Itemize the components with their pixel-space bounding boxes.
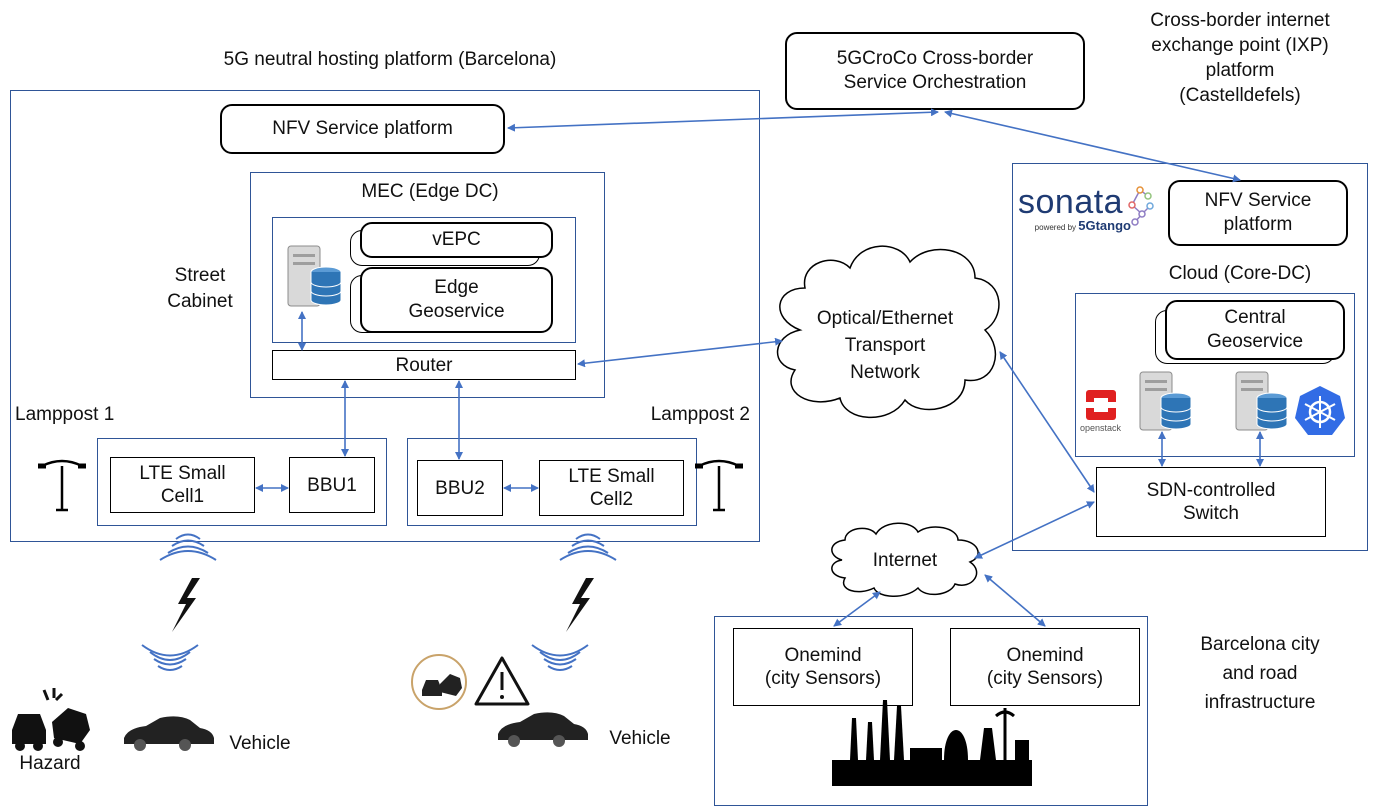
lamppost1-frame [97, 438, 387, 526]
sonata-tagline: powered by 5Gtango [1018, 218, 1133, 234]
lightning-bolt-1-icon [172, 578, 200, 632]
transport-to-sdn-arrow [999, 351, 1095, 493]
ixp-line-1: Cross-border internet [1150, 10, 1330, 31]
lte-small-cell2-box[interactable]: LTE Small Cell2 [539, 460, 684, 516]
edge-geoservice-box[interactable]: Edge Geoservice [360, 267, 553, 333]
orch-to-nfv-right-arrow [944, 109, 1241, 183]
onemind2-line-1: Onemind [1006, 645, 1084, 666]
sdn-line-2: Switch [1183, 503, 1239, 524]
edge-geo-line-1: Edge [434, 277, 479, 298]
mec-inner-frame [272, 217, 576, 343]
orchestration-box[interactable]: 5GCroCo Cross-border Service Orchestrati… [785, 32, 1085, 110]
lte2-line-2: Cell2 [589, 489, 634, 510]
sdn-line-1: SDN-controlled [1146, 480, 1276, 501]
barcelona-line-1: Barcelona city [1200, 634, 1320, 655]
edge-geo-line-2: Geoservice [408, 301, 505, 322]
onemind2-line-2: (city Sensors) [986, 668, 1104, 689]
sonata-brand: 5Gtango [1078, 218, 1131, 233]
street-cabinet-line-2: Cabinet [167, 291, 233, 312]
internet-label: Internet [872, 550, 938, 571]
nfv-service-platform-right[interactable]: NFV Service platform [1168, 180, 1348, 246]
orchestration-line-2: Service Orchestration [843, 72, 1027, 93]
collision-warning-icon [411, 654, 467, 710]
cloud-core-label: Cloud (Core-DC) [1168, 263, 1312, 284]
kubernetes-server-icon [1235, 371, 1288, 431]
hazard-label: Hazard [19, 753, 81, 774]
sonata-network-icon [1128, 186, 1154, 226]
central-geo-line-1: Central [1224, 307, 1286, 328]
nfv-service-platform-left[interactable]: NFV Service platform [220, 104, 505, 154]
barcelona-line-2: and road [1222, 663, 1298, 684]
lightning-bolt-2-icon [566, 578, 594, 632]
transport-network-cloud [776, 245, 1000, 419]
orch-to-nfv-left-arrow [507, 108, 939, 132]
mec-server-icon [287, 245, 342, 307]
ixp-platform-title: Cross-border internet exchange point (IX… [1110, 8, 1370, 108]
ixp-line-4: (Castelldefels) [1179, 85, 1301, 106]
central-geo-line-2: Geoservice [1206, 331, 1304, 352]
onemind1-line-1: Onemind [784, 645, 862, 666]
sonata-wordmark: sonata [1018, 183, 1124, 221]
lamppost1-icon [38, 459, 86, 512]
lamppost2-icon [695, 459, 743, 512]
internet-to-onemind2-arrow [984, 574, 1046, 627]
street-cabinet-label: Street Cabinet [150, 263, 250, 315]
transport-line-2: Transport [844, 335, 926, 356]
vehicle1-car-icon [124, 716, 214, 751]
antenna-waves-bottom-1-icon [141, 644, 199, 671]
ixp-line-2: exchange point (IXP) [1151, 35, 1329, 56]
openstack-wordmark: openstack [1080, 423, 1122, 433]
sonata-logo: sonata powered by 5Gtango [1018, 184, 1133, 234]
router-to-transport-arrow [577, 337, 783, 368]
barcelona-skyline-icon [832, 700, 1032, 786]
openstack-server-icon [1139, 371, 1192, 431]
mec-label: MEC (Edge DC) [361, 181, 499, 202]
sonata-powered-by: powered by [1034, 223, 1077, 232]
mec-frame [250, 172, 605, 398]
vepc-box[interactable]: vEPC [360, 222, 553, 258]
transport-line-1: Optical/Ethernet [816, 308, 954, 329]
antenna-waves-bottom-2-icon [531, 644, 589, 671]
warning-triangle-icon [474, 656, 530, 706]
nfv-right-line-1: NFV Service [1204, 190, 1312, 211]
street-cabinet-line-1: Street [174, 265, 226, 286]
onemind-box-2[interactable]: Onemind (city Sensors) [950, 628, 1140, 706]
router-box[interactable]: Router [272, 350, 576, 380]
lte1-line-2: Cell1 [160, 486, 205, 507]
lte-small-cell1-box[interactable]: LTE Small Cell1 [110, 457, 255, 513]
ixp-line-3: platform [1205, 60, 1275, 81]
hazard-crash-icon [12, 688, 90, 751]
lte2-line-1: LTE Small [568, 466, 655, 487]
vehicle2-car-icon [498, 712, 588, 747]
vehicle1-label: Vehicle [229, 733, 291, 754]
antenna-waves-top-2-icon [559, 533, 617, 561]
nfv-right-line-2: platform [1223, 214, 1293, 235]
barcelona-label: Barcelona city and road infrastructure [1160, 630, 1360, 717]
kubernetes-logo-icon [1295, 386, 1345, 435]
orchestration-line-1: 5GCroCo Cross-border [836, 48, 1034, 69]
bbu1-box[interactable]: BBU1 [289, 457, 375, 513]
internet-to-onemind1-arrow [833, 591, 881, 627]
neutral-platform-title: 5G neutral hosting platform (Barcelona) [223, 49, 557, 70]
openstack-logo-icon [1086, 390, 1116, 420]
lte1-line-1: LTE Small [139, 463, 226, 484]
internet-to-sdn-arrow [974, 501, 1095, 559]
onemind-box-1[interactable]: Onemind (city Sensors) [733, 628, 913, 706]
transport-network-label: Optical/Ethernet Transport Network [785, 305, 985, 386]
transport-line-3: Network [850, 362, 920, 383]
central-geoservice-box[interactable]: Central Geoservice [1165, 300, 1345, 360]
antenna-waves-top-1-icon [159, 533, 217, 561]
lamppost2-frame [407, 438, 697, 526]
sdn-switch-box[interactable]: SDN-controlled Switch [1096, 467, 1326, 537]
lamppost2-label: Lamppost 2 [650, 404, 750, 425]
vehicle2-label: Vehicle [609, 728, 671, 749]
barcelona-line-3: infrastructure [1204, 692, 1316, 713]
lamppost1-label: Lamppost 1 [15, 404, 115, 425]
bbu2-box[interactable]: BBU2 [417, 460, 503, 516]
neutral-hosting-frame [10, 90, 760, 542]
onemind1-line-2: (city Sensors) [764, 668, 882, 689]
